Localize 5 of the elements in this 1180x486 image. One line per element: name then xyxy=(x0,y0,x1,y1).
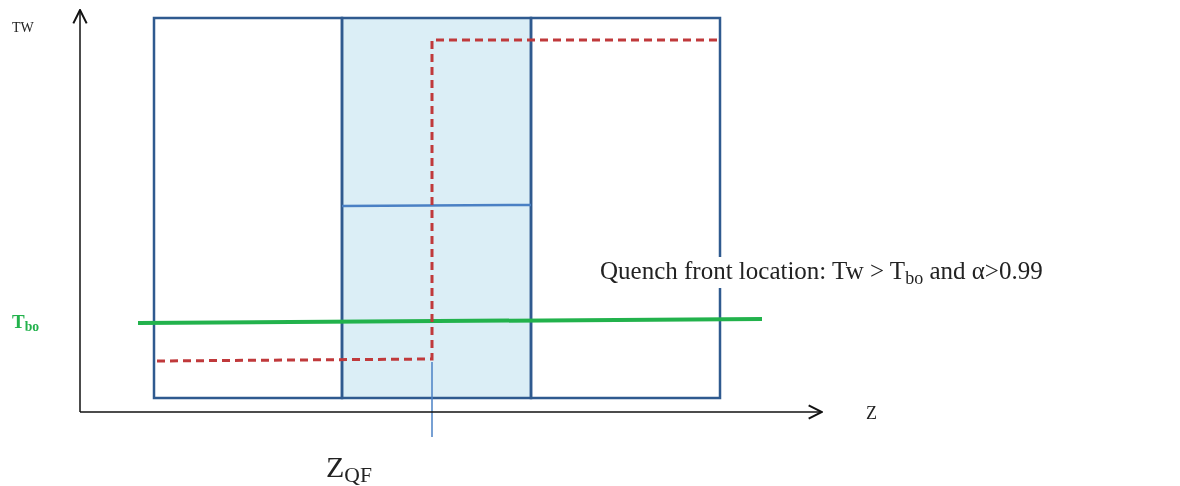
quench-front-position-label: Z$_{QF}$ xyxy=(326,450,372,486)
annotation-text: Quench front location: Tw > T$_{bo}$ and α>0.99 xyxy=(598,257,1045,289)
axis-label: Z xyxy=(866,404,877,424)
axis-label: TW xyxy=(12,20,34,36)
tbo-label: T$_{bo}$ xyxy=(12,312,40,335)
